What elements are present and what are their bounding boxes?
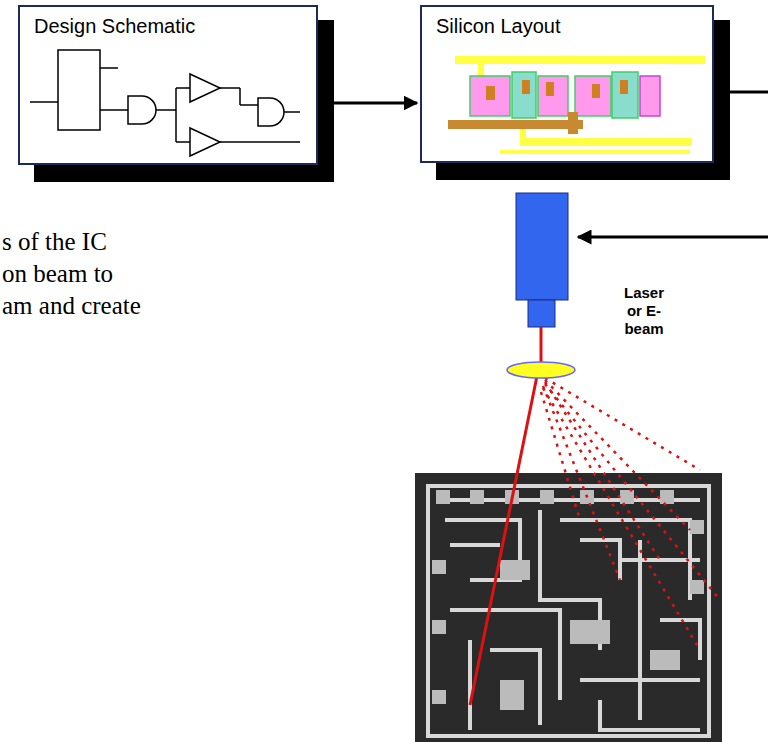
lens [507,362,575,378]
flow-arrow [578,236,768,239]
beam [540,327,543,364]
body-text: on beam to [2,260,113,288]
layout-drawing [448,56,705,154]
box-heading: Design Schematic [20,7,209,46]
beam [470,376,537,705]
scan-lines [541,378,720,650]
process-box: Silicon Layout [420,5,714,163]
body-text: s of the IC [2,228,107,256]
flow-arrow [318,102,417,105]
box-fill [18,5,318,165]
box-heading: Silicon Layout [422,7,575,46]
beam-label: Laser or E-beam [624,284,664,338]
schematic-symbols [30,50,300,156]
body-text: am and create [2,292,141,320]
laser-nozzle [528,300,555,327]
flow-line [730,91,768,94]
process-box: Design Schematic [18,5,318,165]
box-fill [420,5,714,163]
chip-image [415,473,722,742]
laser-body [516,193,568,300]
